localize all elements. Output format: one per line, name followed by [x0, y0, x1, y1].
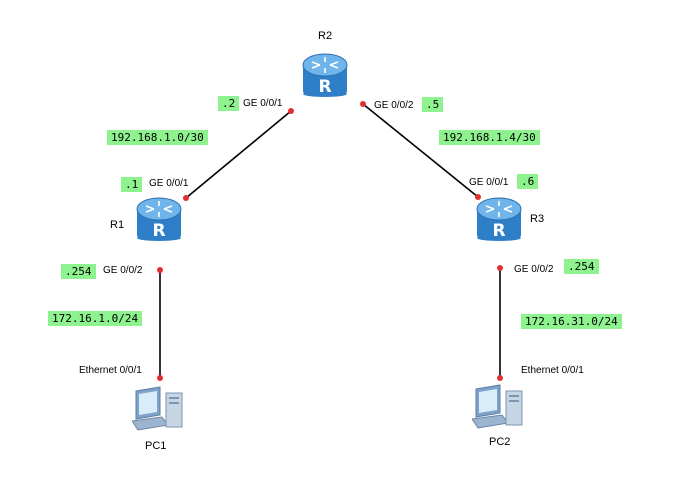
pc1-name: PC1: [145, 440, 167, 452]
svg-text:R: R: [318, 77, 331, 97]
r3-ge001-label: GE 0/0/1: [469, 177, 509, 188]
r2-ge002-ip-tag: .5: [422, 97, 444, 112]
pc-icon: [471, 384, 523, 429]
link-r2-r3: [362, 103, 479, 198]
pc1-eth-label: Ethernet 0/0/1: [79, 365, 142, 376]
net-r3-lan-tag: 172.16.31.0/24: [521, 314, 622, 329]
r3-ge001-ip-tag: .6: [517, 174, 539, 189]
r1-name: R1: [110, 219, 125, 231]
port-r3-ge002-dot: [497, 265, 503, 271]
pc2[interactable]: [471, 383, 528, 436]
port-pc2-eth-dot: [497, 375, 503, 381]
r2-ge001-label: GE 0/0/1: [243, 98, 283, 109]
pc2-eth-label: Ethernet 0/0/1: [521, 365, 584, 376]
r2-name: R2: [318, 30, 333, 42]
r1-ge002-ip-tag: .254: [61, 264, 96, 279]
net-r1-lan-tag: 172.16.1.0/24: [48, 311, 143, 326]
link-r2-r1: [185, 110, 292, 199]
svg-text:R: R: [152, 221, 165, 241]
r3-ge002-ip-tag: .254: [564, 259, 599, 274]
net-r1-r2-tag: 192.168.1.0/30: [107, 130, 208, 145]
r2-ge002-label: GE 0/0/2: [374, 100, 414, 111]
pc1[interactable]: [131, 385, 188, 438]
r3-name: R3: [530, 213, 545, 225]
router-icon: R: [136, 197, 182, 241]
router-r2[interactable]: R: [302, 52, 348, 103]
svg-text:R: R: [492, 221, 505, 241]
r1-ge001-label: GE 0/0/1: [149, 178, 189, 189]
r3-ge002-label: GE 0/0/2: [514, 264, 554, 275]
port-r3-ge001-dot: [475, 194, 481, 200]
pc-icon: [131, 386, 183, 431]
pc2-name: PC2: [489, 436, 511, 448]
r2-ge001-ip-tag: .2: [218, 96, 240, 111]
net-r2-r3-tag: 192.168.1.4/30: [439, 130, 540, 145]
r1-ge002-label: GE 0/0/2: [103, 265, 143, 276]
router-icon: R: [302, 53, 348, 97]
port-r2-ge001-dot: [288, 108, 294, 114]
port-r1-ge001-dot: [183, 195, 189, 201]
port-pc1-eth-dot: [157, 375, 163, 381]
router-r3[interactable]: R: [476, 196, 522, 247]
port-r1-ge002-dot: [157, 267, 163, 273]
r1-ge001-ip-tag: .1: [121, 177, 143, 192]
router-r1[interactable]: R: [136, 196, 182, 247]
port-r2-ge002-dot: [360, 101, 366, 107]
router-icon: R: [476, 197, 522, 241]
